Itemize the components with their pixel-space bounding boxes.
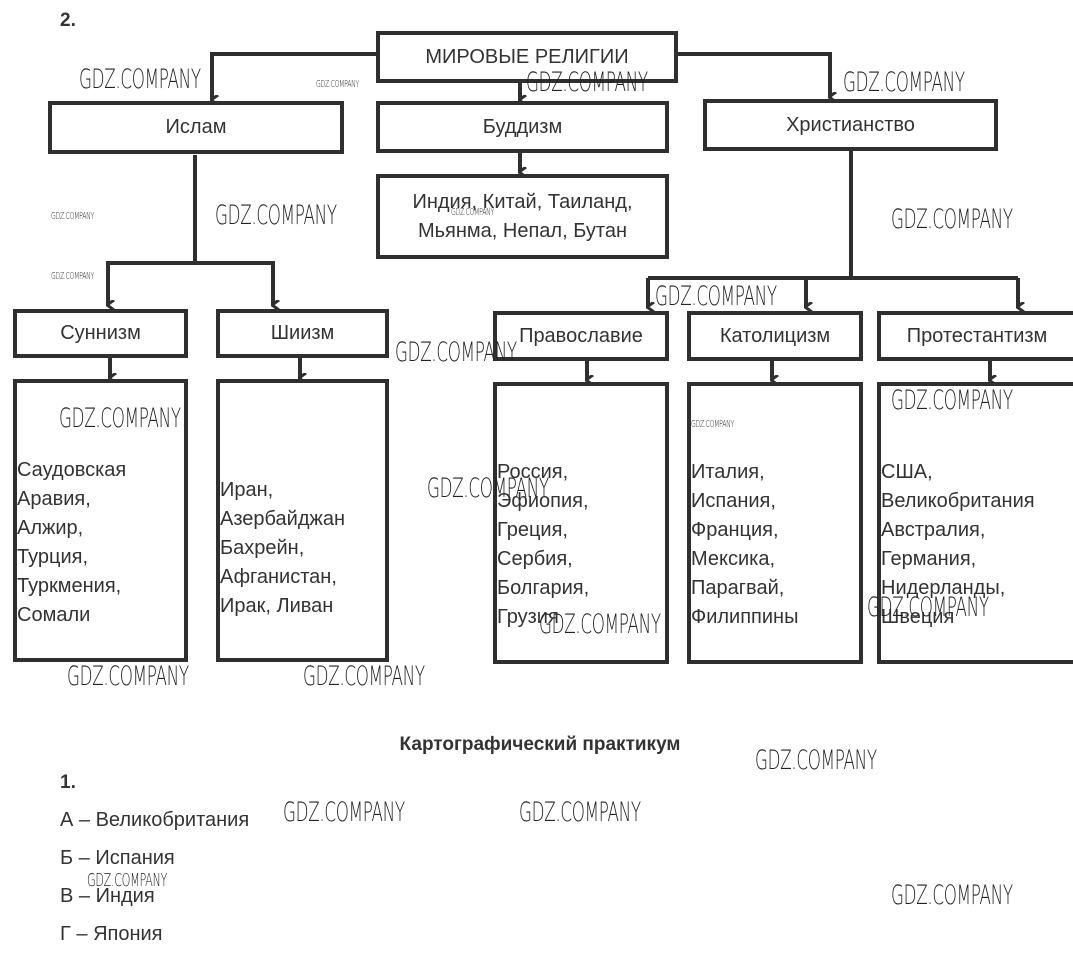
country-line: Мексика,: [691, 548, 776, 570]
country-line: Сомали: [17, 603, 91, 626]
islam-label: Ислам: [165, 116, 227, 138]
answer-a: А – Великобритания: [60, 809, 250, 831]
watermark: GDZ.COMPANY: [691, 419, 734, 430]
country-line: Ирак, Ливан: [220, 595, 334, 617]
country-line: Мьянма, Непал, Бутан: [417, 219, 628, 242]
shiism-box: Шиизм: [216, 309, 389, 358]
country-line: Россия,: [497, 461, 569, 483]
orthodoxy-label: Православие: [519, 324, 643, 347]
watermark: GDZ.COMPANY: [215, 200, 337, 231]
arrow-root-to-christianity: [676, 52, 830, 97]
country-line: Болгария,: [497, 577, 590, 599]
country-line: Азербайджан: [220, 508, 346, 530]
christianity-box: Христианство: [703, 99, 998, 151]
catholicism-countries-box: Италия, Испания, Франция, Мексика, Параг…: [687, 382, 863, 664]
country-line: Эфиопия,: [497, 490, 589, 512]
root-box: МИРОВЫЕ РЕЛИГИИ: [376, 31, 678, 83]
watermark: GDZ.COMPANY: [79, 64, 201, 95]
shiism-label: Шиизм: [270, 322, 335, 344]
buddhism-label: Буддизм: [482, 115, 563, 138]
sunnism-label: Суннизм: [60, 322, 141, 344]
country-line: Германия,: [881, 548, 977, 570]
country-line: Турция,: [17, 545, 89, 568]
islam-box: Ислам: [48, 101, 344, 154]
country-line: Алжир,: [17, 516, 84, 539]
country-line: Парагвай,: [691, 577, 785, 599]
country-line: Аравия,: [17, 487, 91, 510]
watermark: GDZ.COMPANY: [526, 67, 648, 98]
protestantism-countries-box: США, Великобритания Австралия, Германия,…: [877, 382, 1073, 664]
country-line: Филиппины: [691, 606, 799, 628]
watermark: GDZ.COMPANY: [51, 271, 94, 282]
orthodoxy-countries-box: Россия, Эфиопия, Греция, Сербия, Болгари…: [493, 382, 669, 664]
country-line: Индия, Китай, Таиланд,: [412, 190, 633, 213]
watermark: GDZ.COMPANY: [283, 797, 405, 828]
practicum-number: 1.: [60, 772, 76, 793]
watermark: GDZ.COMPANY: [87, 870, 168, 891]
country-line: Бахрейн,: [220, 537, 305, 559]
protestantism-box: Протестантизм: [877, 311, 1073, 361]
watermark: GDZ.COMPANY: [59, 403, 181, 434]
watermark: GDZ.COMPANY: [867, 592, 989, 623]
country-line: Австралия,: [881, 519, 986, 541]
root-label: МИРОВЫЕ РЕЛИГИИ: [425, 45, 629, 68]
watermark: GDZ.COMPANY: [843, 67, 965, 98]
watermark: GDZ.COMPANY: [427, 473, 549, 504]
watermark: GDZ.COMPANY: [51, 211, 94, 222]
watermark: GDZ.COMPANY: [395, 337, 517, 368]
country-line: Франция,: [691, 519, 779, 541]
answer-v: В – Индия: [60, 885, 155, 907]
watermark: GDZ.COMPANY: [891, 385, 1013, 416]
country-line: Афганистан,: [220, 566, 337, 588]
country-line: Италия,: [691, 461, 765, 483]
country-line: Нидерланды,: [881, 577, 1006, 599]
country-line: Саудовская: [17, 458, 127, 481]
country-line: Греция,: [497, 519, 568, 541]
orthodoxy-box: Православие: [493, 311, 669, 361]
country-line: Грузия: [497, 606, 559, 628]
shiism-countries-box: Иран, Азербайджан Бахрейн, Афганистан, И…: [216, 379, 389, 662]
catholicism-box: Католицизм: [687, 311, 863, 361]
buddhism-countries-box: Индия, Китай, Таиланд, Мьянма, Непал, Бу…: [376, 174, 669, 259]
arrow-to-shiism: [195, 261, 273, 305]
sunnism-box: Суннизм: [13, 309, 188, 358]
watermark: GDZ.COMPANY: [451, 207, 494, 218]
country-line: Испания,: [691, 490, 776, 512]
country-line: Швеция: [881, 606, 955, 628]
christianity-label: Христианство: [786, 113, 915, 136]
answer-g: Г – Япония: [60, 923, 163, 945]
watermark: GDZ.COMPANY: [316, 79, 359, 90]
answer-b: Б – Испания: [60, 847, 175, 869]
watermark: GDZ.COMPANY: [519, 797, 641, 828]
practicum-title: Картографический практикум: [399, 734, 681, 755]
catholicism-label: Католицизм: [719, 324, 831, 347]
arrow-root-to-islam: [210, 52, 378, 100]
watermark: GDZ.COMPANY: [891, 880, 1013, 911]
watermark: GDZ.COMPANY: [891, 204, 1013, 235]
watermark: GDZ.COMPANY: [67, 661, 189, 692]
arrow-to-sunnism: [106, 261, 195, 305]
watermark: GDZ.COMPANY: [655, 281, 777, 312]
task-number: 2.: [60, 10, 76, 31]
sunnism-countries-box: Саудовская Аравия, Алжир, Турция, Туркме…: [13, 379, 188, 662]
watermark: GDZ.COMPANY: [755, 745, 877, 776]
country-line: Великобритания: [881, 490, 1035, 512]
buddhism-box: Буддизм: [376, 101, 669, 153]
country-line: США,: [881, 461, 933, 483]
country-line: Иран,: [220, 479, 274, 501]
protestantism-label: Протестантизм: [906, 324, 1048, 347]
watermark: GDZ.COMPANY: [303, 661, 425, 692]
country-line: Туркмения,: [17, 574, 122, 597]
watermark: GDZ.COMPANY: [539, 609, 661, 640]
country-line: Сербия,: [497, 548, 573, 570]
